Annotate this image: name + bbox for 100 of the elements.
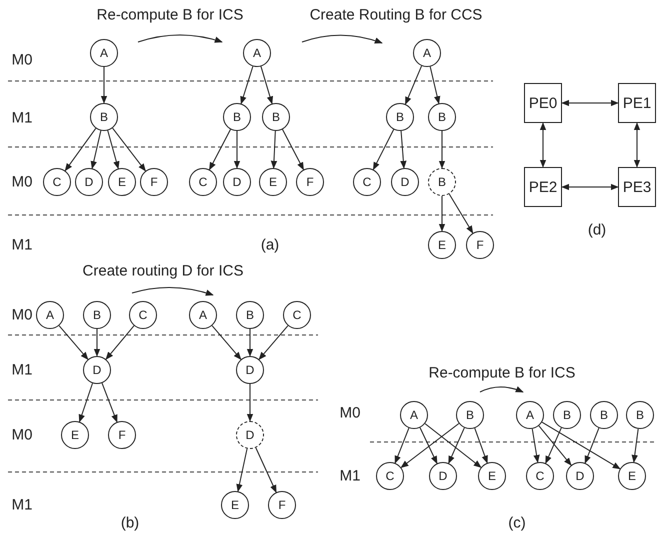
node-label: E bbox=[488, 469, 496, 483]
arrow bbox=[404, 65, 422, 105]
task-node-circle bbox=[353, 168, 381, 196]
node-label: D bbox=[246, 428, 254, 442]
task-node-circle bbox=[223, 103, 251, 131]
processor-box bbox=[618, 167, 656, 207]
diagram-label: Re-compute B for ICS bbox=[428, 364, 576, 382]
diagram-label: Re-compute B for ICS bbox=[96, 6, 244, 24]
node-label: A bbox=[198, 308, 207, 322]
arrow bbox=[112, 128, 146, 172]
node-label: C bbox=[362, 175, 372, 189]
node-label: A bbox=[422, 46, 431, 60]
arrow bbox=[542, 422, 621, 470]
diagram-label: M0 bbox=[12, 174, 32, 190]
arrow bbox=[90, 130, 102, 170]
node-label: PE2 bbox=[528, 178, 558, 196]
diagram-label: (d) bbox=[588, 222, 606, 238]
task-node-circle bbox=[236, 356, 264, 384]
node-label: C bbox=[198, 175, 208, 189]
node-label: F bbox=[306, 175, 314, 189]
node-label: B bbox=[438, 110, 446, 124]
node-label: B bbox=[600, 408, 608, 422]
task-node-circle bbox=[140, 168, 168, 196]
node-label: C bbox=[292, 308, 302, 322]
task-node-circle bbox=[83, 356, 111, 384]
node-label: A bbox=[46, 308, 54, 322]
arrow bbox=[584, 428, 600, 464]
task-node-circle bbox=[386, 103, 414, 131]
task-node-circle bbox=[189, 301, 217, 329]
node-label: D bbox=[84, 175, 94, 189]
arrow bbox=[258, 325, 288, 360]
arrow bbox=[240, 66, 254, 104]
node-label: C bbox=[52, 175, 62, 189]
task-node-circle bbox=[108, 168, 136, 196]
node-label: B bbox=[272, 110, 280, 124]
arrow bbox=[400, 423, 460, 468]
diagram-label: M1 bbox=[12, 236, 32, 254]
arrow bbox=[438, 196, 446, 232]
task-node-circle bbox=[566, 462, 594, 490]
node-label: C bbox=[138, 308, 148, 322]
node-label: PE1 bbox=[622, 94, 652, 112]
node-label: D bbox=[92, 363, 102, 377]
node-label: A bbox=[410, 408, 418, 422]
diagram-label: (c) bbox=[508, 514, 526, 532]
diagram-label: M0 bbox=[340, 404, 360, 422]
node-label: B bbox=[246, 308, 254, 322]
arrow bbox=[561, 100, 619, 106]
diagram-label: (a) bbox=[260, 236, 280, 254]
diagram-label: M1 bbox=[340, 468, 360, 484]
diagram-label: M1 bbox=[12, 110, 32, 126]
arrow bbox=[561, 184, 619, 190]
arrow bbox=[540, 122, 546, 168]
arrow bbox=[400, 130, 407, 169]
node-label: B bbox=[92, 308, 101, 322]
arrow bbox=[420, 427, 438, 464]
arrow bbox=[372, 128, 394, 170]
arrow bbox=[64, 128, 96, 172]
arrow bbox=[538, 425, 572, 466]
arrow bbox=[102, 382, 118, 423]
task-node-circle bbox=[83, 301, 111, 329]
arrow bbox=[282, 128, 304, 170]
arrow bbox=[438, 130, 446, 169]
node-label: F bbox=[118, 428, 126, 442]
diagram-label: Create Routing B for CCS bbox=[310, 6, 482, 24]
node-label: D bbox=[576, 469, 584, 483]
routing-node-circle bbox=[428, 168, 456, 196]
node-label: A bbox=[526, 408, 534, 422]
node-label: B bbox=[636, 408, 644, 422]
task-node-circle bbox=[526, 462, 554, 490]
node-label: D bbox=[400, 175, 410, 189]
arrow bbox=[107, 130, 120, 170]
task-node-circle bbox=[400, 401, 428, 429]
task-node-circle bbox=[108, 421, 136, 449]
node-label: B bbox=[232, 110, 241, 124]
node-label: B bbox=[438, 175, 446, 189]
arrow bbox=[632, 428, 639, 463]
node-label: E bbox=[628, 469, 636, 483]
node-label: E bbox=[118, 175, 126, 189]
arrow bbox=[58, 325, 88, 360]
node-label: F bbox=[476, 238, 484, 252]
node-label: D bbox=[232, 175, 242, 189]
node-label: C bbox=[536, 469, 544, 483]
arrow bbox=[246, 328, 254, 357]
diagram-label: M0 bbox=[12, 306, 32, 324]
routing-node-circle bbox=[236, 421, 264, 449]
task-node-circle bbox=[590, 401, 618, 429]
arrow bbox=[105, 325, 135, 360]
task-node-circle bbox=[61, 421, 89, 449]
task-node-circle bbox=[428, 231, 456, 259]
diagram-label: Create routing D for ICS bbox=[82, 262, 244, 280]
arrow bbox=[234, 130, 240, 169]
arrow bbox=[78, 382, 93, 422]
task-node-circle bbox=[626, 401, 654, 429]
arrow bbox=[430, 66, 440, 104]
diagram-label: (b) bbox=[120, 514, 140, 532]
task-node-circle bbox=[221, 491, 249, 519]
task-node-circle bbox=[391, 168, 419, 196]
arrow bbox=[545, 427, 562, 464]
node-label: B bbox=[396, 110, 404, 124]
task-node-circle bbox=[223, 168, 251, 196]
